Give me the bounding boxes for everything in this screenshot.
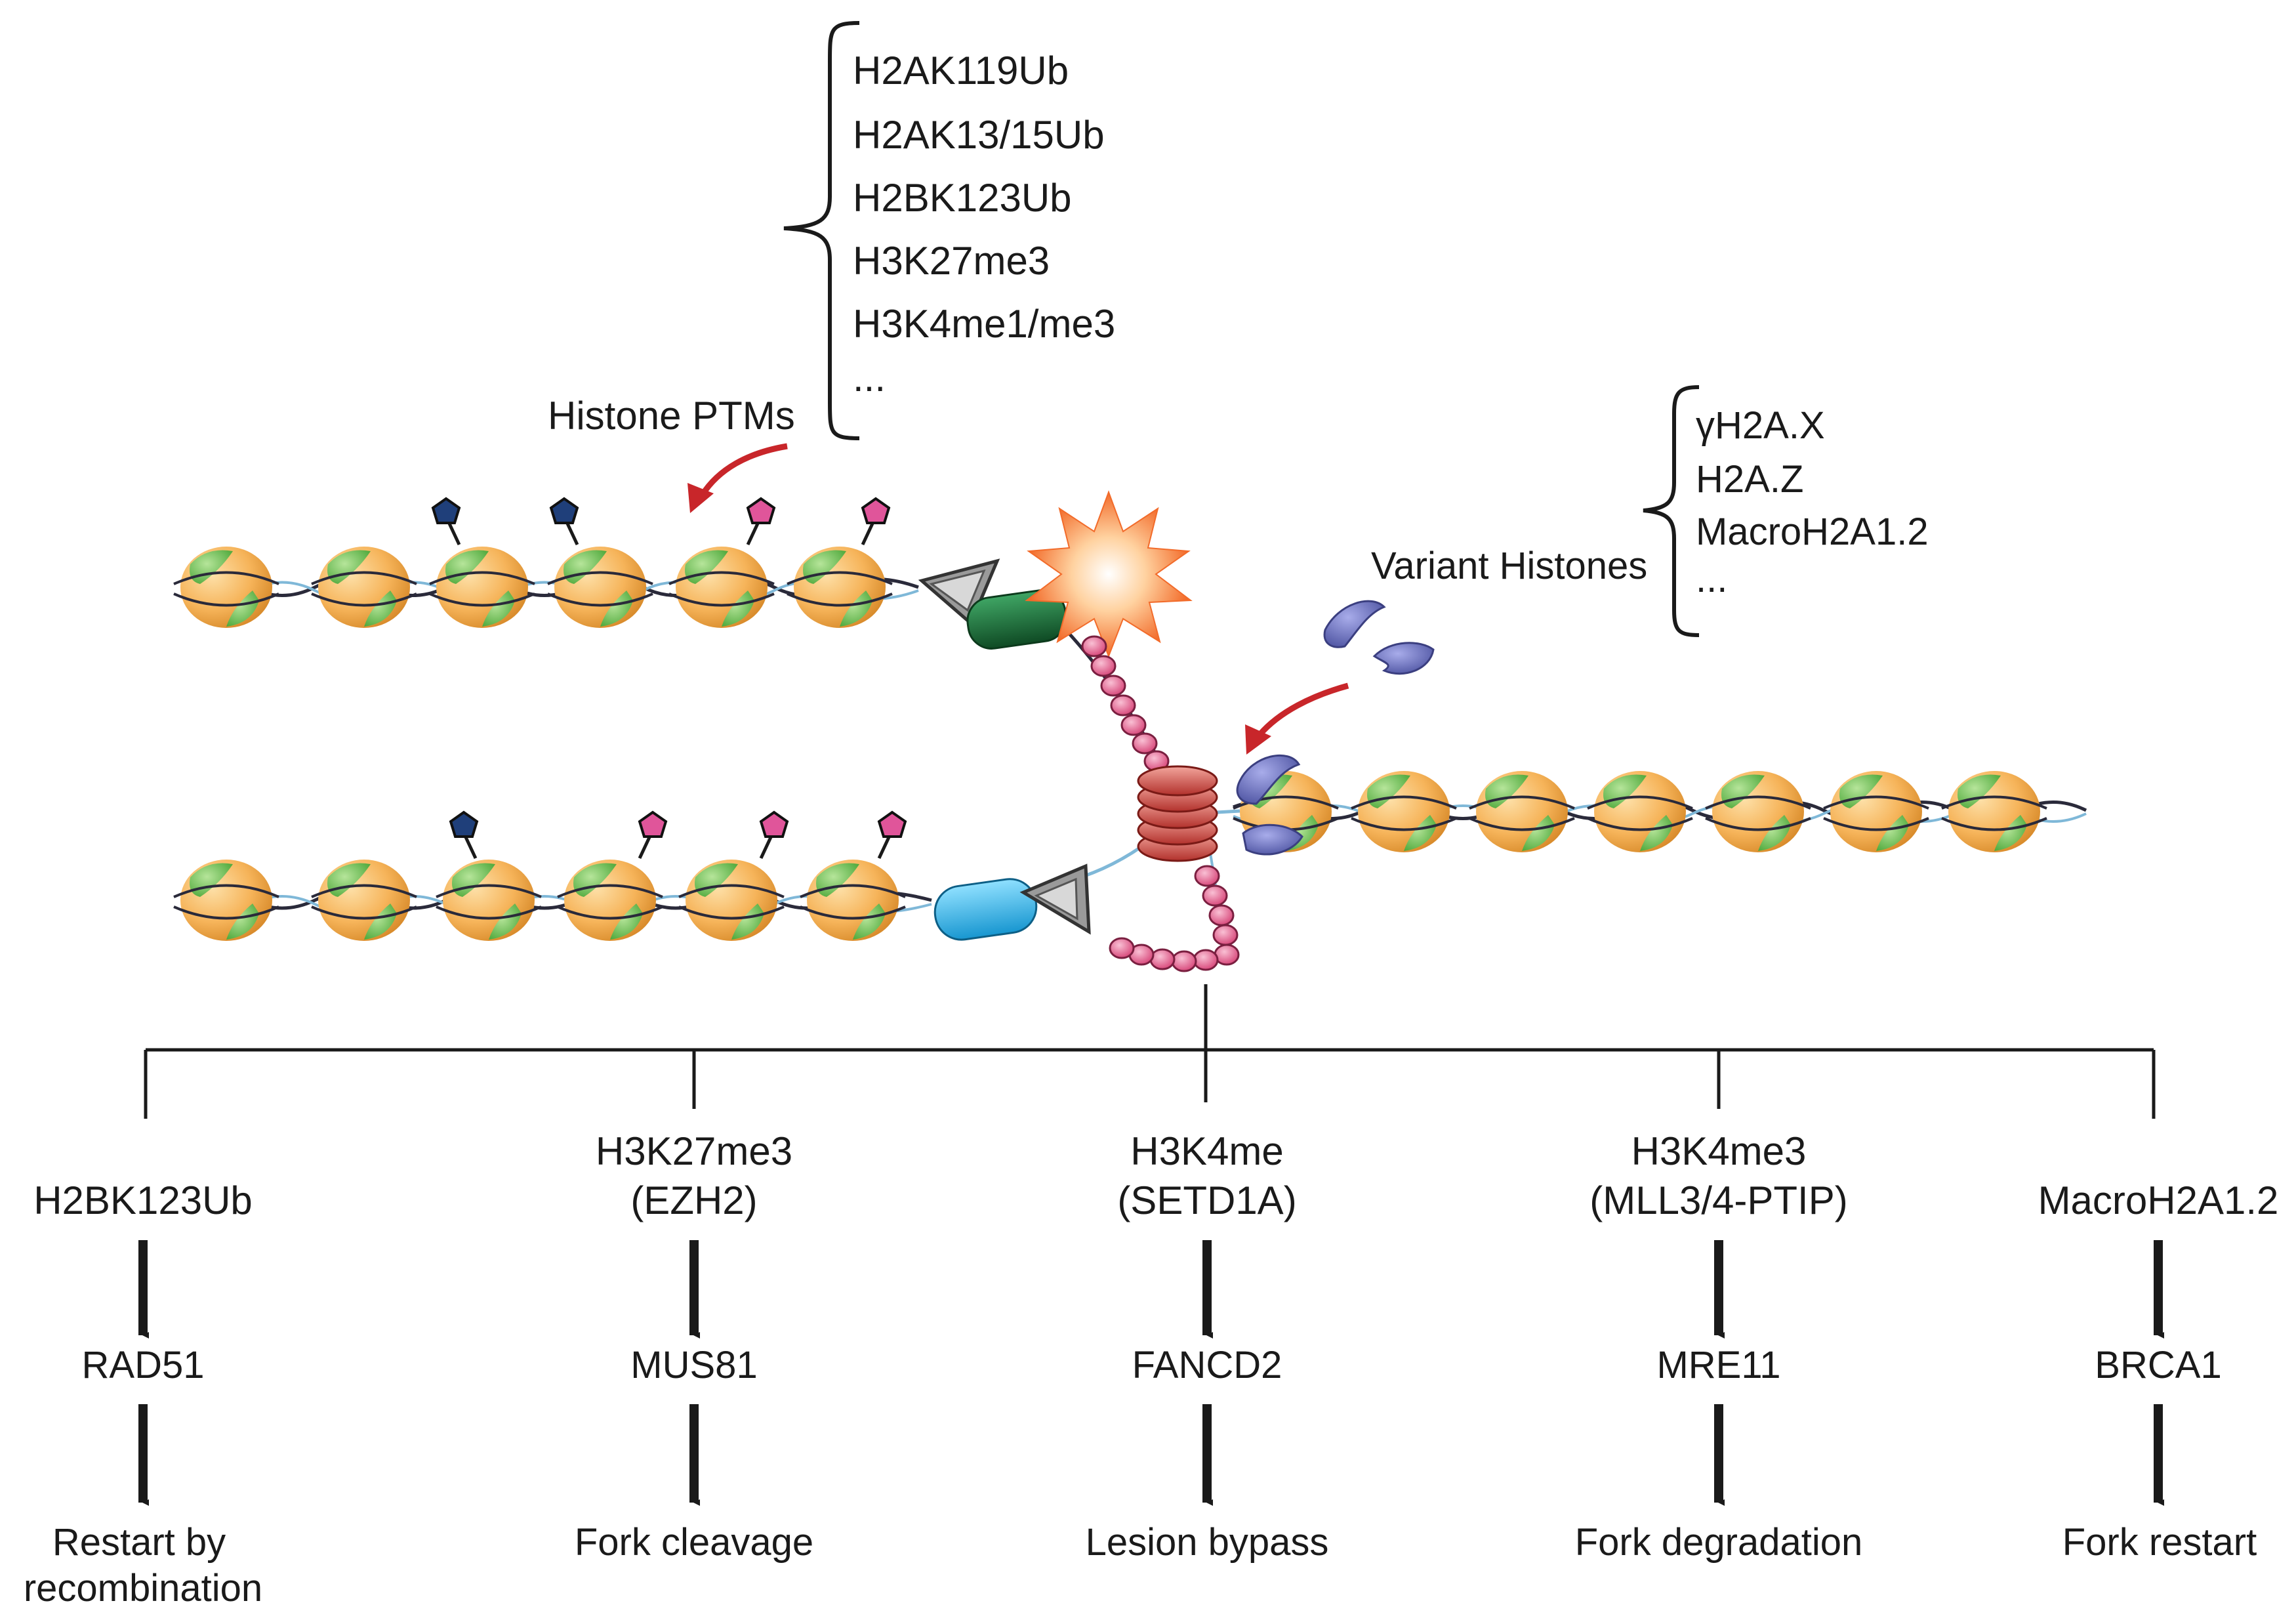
pathway-mark: MacroH2A1.2 bbox=[2038, 1178, 2279, 1222]
ptm-item: H3K27me3 bbox=[853, 239, 1050, 283]
variant-item: γH2A.X bbox=[1696, 404, 1825, 447]
pathway-mark-enzyme: (SETD1A) bbox=[1117, 1178, 1296, 1222]
mark-pink-pentagon-icon bbox=[638, 810, 668, 860]
nucleosome bbox=[1823, 771, 1929, 852]
nucleosome bbox=[311, 860, 417, 941]
nucleosome bbox=[1705, 771, 1811, 852]
nucleosome bbox=[547, 547, 653, 628]
ptm-arrow bbox=[699, 443, 788, 497]
ptm-item: H2AK119Ub bbox=[853, 49, 1069, 93]
variant-dimer-icon bbox=[1323, 600, 1386, 648]
pathway-mark-enzyme: (EZH2) bbox=[630, 1178, 757, 1222]
pathway-column: MacroH2A1.2 BRCA1 Fork restart bbox=[2038, 1178, 2279, 1564]
ptm-arrow-head bbox=[687, 483, 714, 513]
variant-arrow bbox=[1257, 682, 1349, 737]
ptm-item: H3K4me1/me3 bbox=[853, 302, 1115, 346]
pathway-tree bbox=[144, 984, 2156, 1119]
variant-dimer-icon bbox=[1372, 642, 1435, 675]
pathway-column: H3K4me3 (MLL3/4-PTIP) MRE11 Fork degrada… bbox=[1575, 1129, 1862, 1564]
pathway-column: H3K27me3 (EZH2) MUS81 Fork cleavage bbox=[575, 1129, 813, 1564]
pathway-effector: MRE11 bbox=[1656, 1344, 1780, 1386]
nucleosome bbox=[1587, 771, 1693, 852]
nucleosome bbox=[1941, 771, 2047, 852]
pathway-effector: BRCA1 bbox=[2095, 1344, 2221, 1386]
mark-blue-pentagon-icon bbox=[431, 497, 461, 546]
histone-marks-bottom bbox=[449, 810, 907, 860]
histone-marks-top bbox=[431, 497, 891, 546]
nucleosome-row-top bbox=[173, 547, 893, 628]
pathway-outcome: recombination bbox=[24, 1567, 262, 1610]
nucleosome bbox=[173, 547, 279, 628]
pathway-effector: FANCD2 bbox=[1132, 1344, 1282, 1386]
ptm-group: H2AK119Ub H2AK13/15Ub H2BK123Ub H3K27me3… bbox=[548, 21, 1115, 513]
variant-label: Variant Histones bbox=[1371, 545, 1647, 587]
nucleosome-row-right bbox=[1233, 771, 2047, 852]
polymerase bbox=[933, 863, 1091, 941]
mark-pink-pentagon-icon bbox=[877, 810, 907, 860]
dna-top-strand bbox=[186, 576, 919, 597]
pathway-column: H2BK123Ub RAD51 Restart by recombination bbox=[24, 1178, 262, 1610]
variant-brace bbox=[1643, 385, 1700, 637]
ptm-item: H2AK13/15Ub bbox=[853, 113, 1105, 157]
nucleosome bbox=[1351, 771, 1457, 852]
mark-pink-pentagon-icon bbox=[759, 810, 789, 860]
pathway-outcome: Restart by bbox=[52, 1521, 226, 1564]
pathway-mark: H3K4me3 bbox=[1631, 1129, 1807, 1173]
variant-histone-dimers bbox=[1236, 600, 1435, 856]
mark-blue-pentagon-icon bbox=[449, 810, 479, 860]
rpa-chain-bottom bbox=[1109, 865, 1240, 972]
rpa-chain-top bbox=[1081, 635, 1170, 772]
nucleosome bbox=[678, 860, 785, 941]
helicase bbox=[918, 558, 1067, 650]
nucleosome bbox=[787, 547, 893, 628]
nucleosome bbox=[668, 547, 775, 628]
pathway-effector: MUS81 bbox=[630, 1344, 757, 1386]
nucleosome bbox=[1469, 771, 1575, 852]
ptm-label: Histone PTMs bbox=[548, 394, 795, 438]
variant-arrow-head bbox=[1245, 724, 1271, 755]
mark-pink-pentagon-icon bbox=[746, 497, 776, 546]
nucleosome bbox=[173, 860, 279, 941]
pathway-mark: H3K4me bbox=[1130, 1129, 1283, 1173]
nucleosome bbox=[800, 860, 906, 941]
pathway-outcome: Fork degradation bbox=[1575, 1521, 1862, 1564]
variant-item: ... bbox=[1696, 558, 1727, 600]
nucleosome bbox=[429, 547, 535, 628]
pcna-clamp bbox=[1137, 765, 1218, 862]
ptm-brace bbox=[783, 21, 860, 440]
ptm-item: H2BK123Ub bbox=[853, 176, 1072, 220]
variant-item: H2A.Z bbox=[1696, 458, 1803, 501]
pathway-column: H3K4me (SETD1A) FANCD2 Lesion bypass bbox=[1086, 1129, 1329, 1564]
nucleosome bbox=[557, 860, 663, 941]
variant-group: γH2A.X H2A.Z MacroH2A1.2 ... Variant His… bbox=[1371, 385, 1929, 637]
pathway-mark-enzyme: (MLL3/4-PTIP) bbox=[1589, 1178, 1847, 1222]
pathway-outcome: Lesion bypass bbox=[1086, 1521, 1329, 1564]
pathway-outcome: Fork restart bbox=[2062, 1521, 2257, 1564]
mark-blue-pentagon-icon bbox=[549, 497, 579, 546]
pathway-outcome: Fork cleavage bbox=[575, 1521, 813, 1564]
ptm-item: ... bbox=[853, 356, 886, 400]
variant-item: MacroH2A1.2 bbox=[1696, 510, 1929, 553]
nucleosome bbox=[311, 547, 417, 628]
nucleosome-row-bottom bbox=[173, 860, 906, 941]
nucleosome bbox=[436, 860, 542, 941]
pathway-effector: RAD51 bbox=[82, 1344, 205, 1386]
mark-pink-pentagon-icon bbox=[861, 497, 891, 546]
pathway-mark: H2BK123Ub bbox=[33, 1178, 253, 1222]
pathway-mark: H3K27me3 bbox=[596, 1129, 792, 1173]
